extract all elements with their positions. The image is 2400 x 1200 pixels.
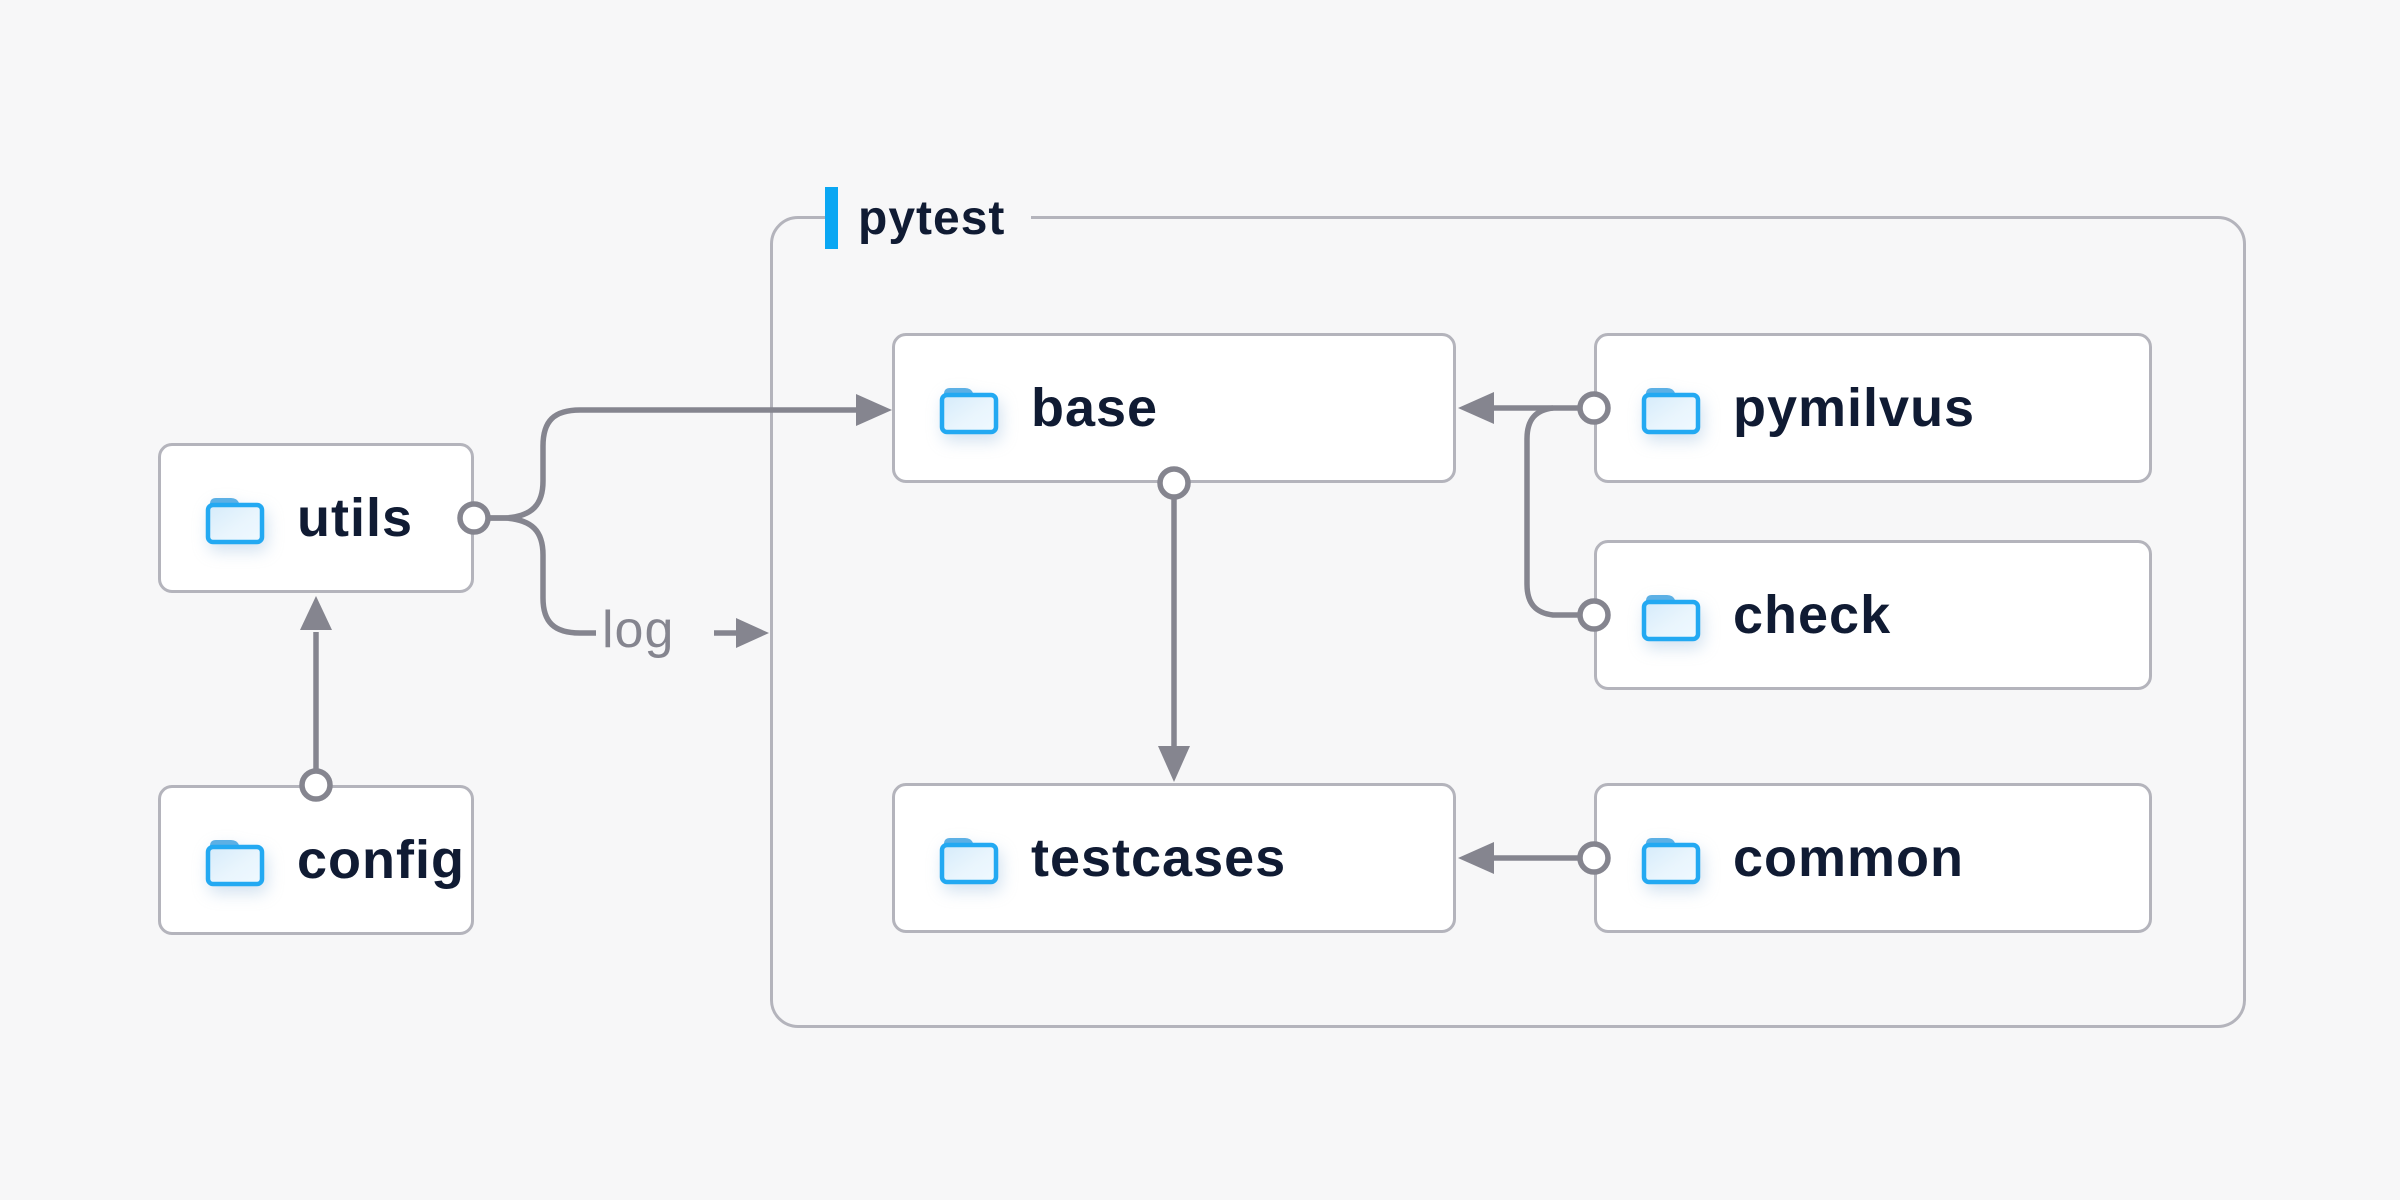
node-label: common [1733,828,1965,888]
folder-icon [205,840,265,887]
node-config[interactable]: config [158,785,474,935]
node-common[interactable]: common [1594,783,2152,933]
node-label: pymilvus [1733,378,1976,438]
node-base[interactable]: base [892,333,1456,483]
node-label: testcases [1031,828,1287,888]
node-label: base [1031,378,1159,438]
folder-icon [939,388,999,435]
pytest-container: pytest [770,185,2246,1028]
node-testcases[interactable]: testcases [892,783,1456,933]
edge-utils-log [488,515,596,636]
node-pymilvus[interactable]: pymilvus [1594,333,2152,483]
folder-icon [1641,388,1701,435]
edge-label-log: log [602,601,675,659]
pytest-container-label: pytest [825,185,1032,251]
arrowhead-into-pytest [736,618,769,648]
folder-icon [939,838,999,885]
folder-icon [1641,595,1701,642]
node-check[interactable]: check [1594,540,2152,690]
node-label: utils [297,488,414,548]
accent-bar [825,187,838,249]
pytest-container-title: pytest [858,191,1006,245]
folder-icon [1641,838,1701,885]
arrowhead-into-utils-bottom [300,596,332,630]
node-label: config [297,830,465,890]
node-utils[interactable]: utils [158,443,474,593]
folder-icon [205,498,265,545]
node-label: check [1733,585,1892,645]
